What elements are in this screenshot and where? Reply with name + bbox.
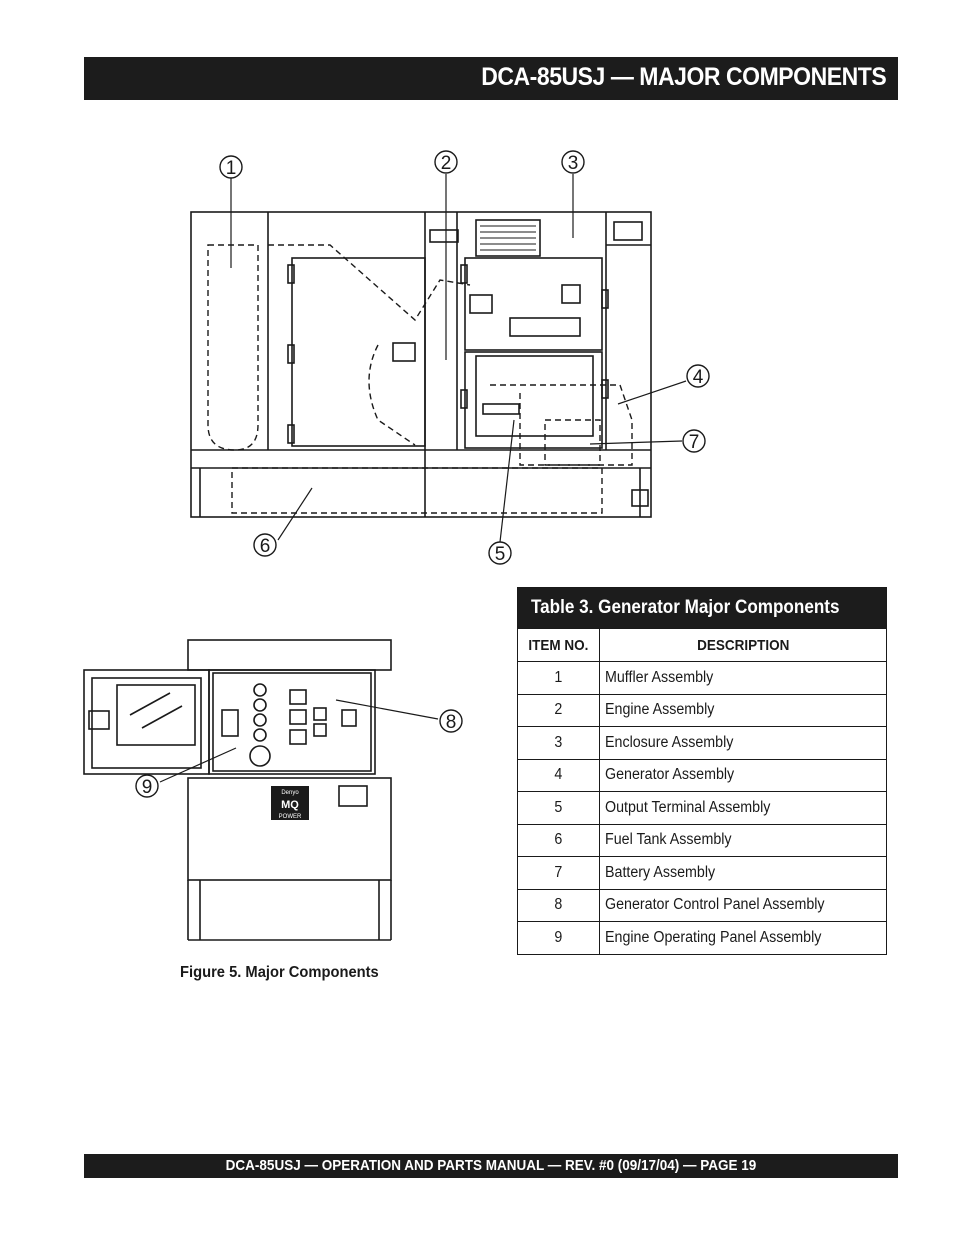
logo-brand-middle: MQ [281,799,299,811]
item-description: Enclosure Assembly [599,726,887,760]
svg-text:8: 8 [446,712,457,733]
table-row: 1 Muffler Assembly [517,661,887,695]
table-row: 5 Output Terminal Assembly [517,791,887,825]
callout-9: 9 [135,774,159,798]
table-row: 8 Generator Control Panel Assembly [517,888,887,922]
item-description: Engine Operating Panel Assembly [599,921,887,955]
table-title-row: Table 3. Generator Major Components [517,587,887,629]
svg-text:2: 2 [441,153,452,174]
item-number: 6 [517,823,600,857]
table-title: Table 3. Generator Major Components [517,587,887,629]
page-footer-text: DCA-85USJ — OPERATION AND PARTS MANUAL —… [225,1157,757,1174]
item-number: 4 [517,758,600,792]
table-row: 2 Engine Assembly [517,693,887,727]
item-number: 7 [517,856,600,890]
page-header-bar: DCA-85USJ — MAJOR COMPONENTS [84,57,898,100]
callout-1: 1 [219,155,243,179]
page-footer-bar: DCA-85USJ — OPERATION AND PARTS MANUAL —… [84,1154,898,1178]
svg-text:1: 1 [226,158,237,179]
svg-text:5: 5 [495,544,506,565]
generator-side-view [190,211,652,518]
svg-text:9: 9 [142,777,153,798]
item-description: Output Terminal Assembly [599,791,887,825]
item-description: Generator Assembly [599,758,887,792]
callout-5: 5 [488,541,512,565]
table-row: 9 Engine Operating Panel Assembly [517,921,887,955]
major-components-figure: Denyo MQ POWER 1 2 3 4 5 6 7 8 9 [83,150,710,941]
figure-caption: Figure 5. Major Components [180,964,379,981]
page-title: DCA-85USJ — MAJOR COMPONENTS [480,63,886,91]
svg-text:3: 3 [568,153,579,174]
item-description: Generator Control Panel Assembly [599,888,887,922]
column-header-item-no: ITEM NO. [517,628,600,662]
item-number: 5 [517,791,600,825]
item-description: Engine Assembly [599,693,887,727]
generator-front-view [83,639,392,941]
item-number: 1 [517,661,600,695]
callout-leaders [159,174,687,783]
table-row: 4 Generator Assembly [517,758,887,792]
svg-text:7: 7 [689,432,700,453]
callout-8: 8 [439,709,463,733]
table-header-row: ITEM NO. DESCRIPTION [517,628,887,662]
logo-brand-bottom: POWER [279,814,302,820]
logo-brand-top: Denyo [281,790,299,796]
item-description: Battery Assembly [599,856,887,890]
callout-6: 6 [253,533,277,557]
item-description: Muffler Assembly [599,661,887,695]
column-header-description: DESCRIPTION [599,628,887,662]
callout-7: 7 [682,429,706,453]
table-row: 7 Battery Assembly [517,856,887,890]
svg-text:4: 4 [693,367,704,388]
item-number: 9 [517,921,600,955]
callout-2: 2 [434,150,458,174]
callout-3: 3 [561,150,585,174]
table-row: 3 Enclosure Assembly [517,726,887,760]
item-number: 8 [517,888,600,922]
table-row: 6 Fuel Tank Assembly [517,823,887,857]
callout-4: 4 [686,364,710,388]
denyo-mq-power-logo: Denyo MQ POWER [271,786,309,820]
item-description: Fuel Tank Assembly [599,823,887,857]
item-number: 2 [517,693,600,727]
major-components-table: Table 3. Generator Major Components ITEM… [517,587,887,955]
svg-text:6: 6 [260,536,271,557]
item-number: 3 [517,726,600,760]
